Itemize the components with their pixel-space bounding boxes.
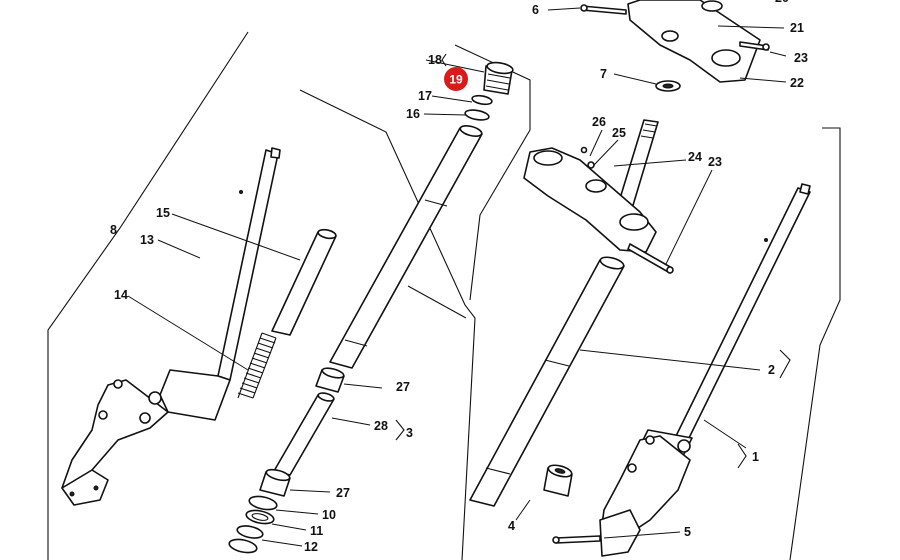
callout-12: 12	[304, 540, 318, 554]
fork-spring-14	[237, 332, 277, 399]
bolt-6	[580, 4, 627, 15]
callout-20: 20	[775, 0, 789, 5]
bracket-1	[737, 443, 747, 469]
bushing-27-lower	[259, 468, 291, 497]
callout-2: 2	[768, 363, 775, 377]
lower-triple-clamp	[523, 146, 657, 253]
callout-17: 17	[418, 89, 432, 103]
callout-23-lower: 23	[708, 155, 722, 169]
callout-13: 13	[140, 233, 154, 247]
callout-25: 25	[612, 126, 626, 140]
left-assembly-bracket	[47, 31, 249, 560]
callout-11: 11	[310, 524, 323, 538]
right-assembly-bracket	[789, 127, 841, 560]
bracket-3	[395, 419, 405, 441]
seal-stack	[228, 495, 278, 554]
callout-27-upper: 27	[396, 380, 410, 394]
callout-22: 22	[790, 76, 804, 90]
callout-24: 24	[688, 150, 702, 164]
bushing-4	[543, 464, 573, 497]
callout-8: 8	[110, 223, 117, 237]
callout-3: 3	[406, 426, 413, 440]
callout-1: 1	[752, 450, 759, 464]
callout-5: 5	[684, 525, 691, 539]
inner-assembly-bracket	[299, 89, 476, 560]
fork-cap-assembly	[464, 61, 514, 121]
callout-16: 16	[406, 107, 420, 121]
bushing-27-upper	[315, 367, 345, 393]
nut-7	[655, 80, 681, 92]
callout-23-top: 23	[794, 51, 808, 65]
callout-27-lower: 27	[336, 486, 350, 500]
left-fork-leg	[61, 147, 281, 506]
callout-10: 10	[322, 508, 336, 522]
callout-4: 4	[508, 519, 515, 533]
spacer-tube-15	[271, 228, 337, 336]
bolt-5	[552, 535, 601, 544]
callout-26: 26	[592, 115, 606, 129]
callout-14: 14	[114, 288, 128, 302]
callout-28: 28	[374, 419, 388, 433]
right-inner-tube	[469, 256, 625, 507]
callout-21: 21	[790, 21, 804, 35]
top-triple-clamp	[627, 0, 761, 83]
callout-6: 6	[532, 3, 539, 17]
callout-18: 18	[428, 53, 442, 67]
bracket-2	[779, 349, 791, 379]
callout-7: 7	[600, 67, 607, 81]
bolt-23-top	[739, 41, 770, 51]
right-fork-leg	[599, 183, 811, 557]
callout-15: 15	[156, 206, 170, 220]
highlight-callout-19[interactable]: 19	[444, 67, 468, 91]
leader-lines	[127, 7, 787, 547]
damper-rod-28	[273, 392, 335, 476]
center-stanchion	[329, 125, 483, 369]
bracket-18	[441, 53, 447, 67]
highlight-callout-label: 19	[449, 73, 463, 87]
bolt-23-lower	[627, 243, 674, 274]
